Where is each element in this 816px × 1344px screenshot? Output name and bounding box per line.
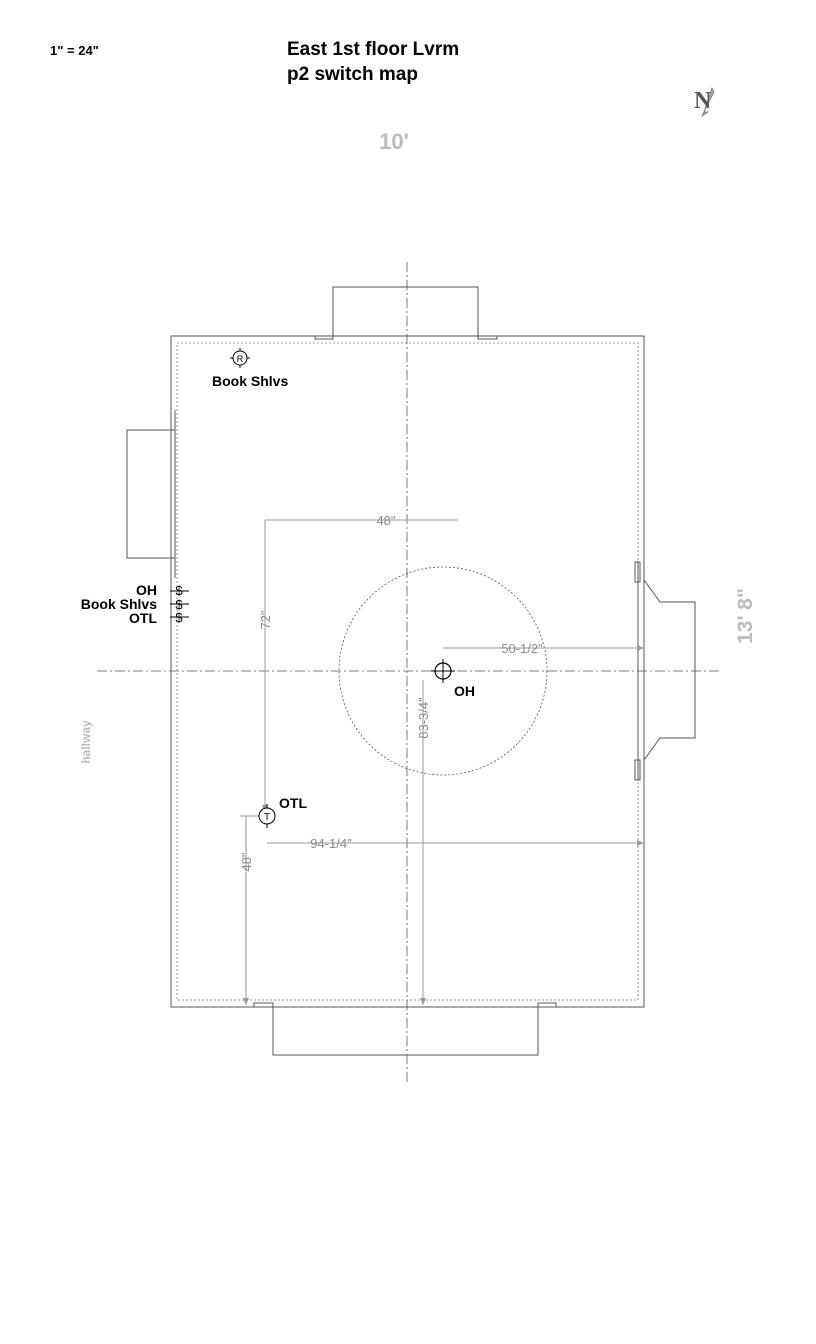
switch-label-otl: OTL <box>129 610 157 626</box>
left-window <box>126 410 176 578</box>
switch-group: OH Book Shlvs OTL $ $ $ <box>81 582 189 626</box>
top-window <box>314 286 498 340</box>
svg-text:N: N <box>694 88 712 114</box>
bookshelf-light-icon: R <box>230 348 250 368</box>
switch-label-bookshelves: Book Shlvs <box>81 596 157 612</box>
light-spread-circle <box>338 566 548 776</box>
dim-label-left-72: 72" <box>258 610 273 629</box>
overhead-label: OH <box>454 683 475 699</box>
dim-label-oh-wall: 50-1/2" <box>501 641 543 656</box>
title-line-1: East 1st floor Lvrm <box>287 39 459 60</box>
outlet-icon: T <box>258 804 276 828</box>
bookshelf-label: Book Shlvs <box>212 373 288 389</box>
overhead-light-icon <box>431 659 455 683</box>
dim-label-oh-bottom: 83-3/4" <box>416 697 431 739</box>
dim-label-top-48: 48" <box>376 513 395 528</box>
svg-text:T: T <box>264 812 270 823</box>
room-width-label: 10' <box>379 129 409 154</box>
north-arrow-icon: N <box>694 87 715 118</box>
bottom-window <box>253 1002 557 1056</box>
right-bay-window <box>634 561 696 781</box>
switch-label-oh: OH <box>136 582 157 598</box>
dim-label-otl-wall: 94-1/4" <box>310 836 352 851</box>
hallway-label: hallway <box>79 720 93 764</box>
dim-label-otl-bottom: 48" <box>239 852 254 871</box>
room-outline <box>170 335 645 1008</box>
scale-label: 1" = 24" <box>50 43 99 58</box>
outlet-label: OTL <box>279 795 307 811</box>
svg-text:R: R <box>237 354 244 364</box>
title-line-2: p2 switch map <box>287 64 418 85</box>
room-length-label: 13' 8" <box>734 588 757 644</box>
